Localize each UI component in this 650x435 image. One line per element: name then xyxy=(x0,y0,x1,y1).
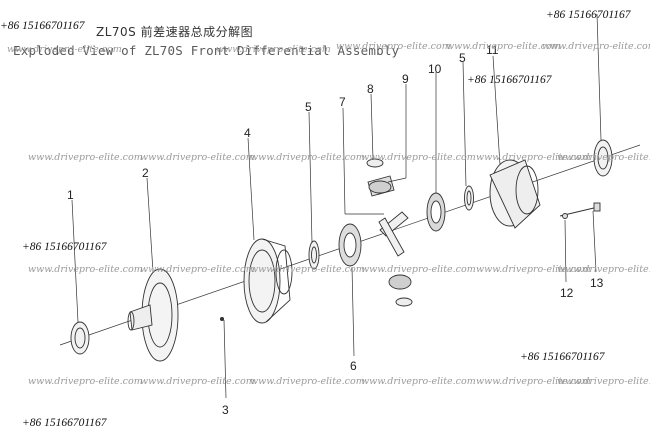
callout-6: 6 xyxy=(350,359,357,373)
callout-2: 2 xyxy=(142,166,149,180)
callout-10: 10 xyxy=(428,62,442,76)
part-11-case-right xyxy=(489,159,541,229)
watermark-13: www.drivepro-elite.com xyxy=(140,264,255,275)
part-13-nut xyxy=(562,213,568,219)
callout-13: 13 xyxy=(590,276,604,290)
watermark-1: www.drivepro-elite.com xyxy=(7,44,122,55)
part-3-pin xyxy=(219,316,225,322)
watermark-3: www.drivepro-elite.com xyxy=(336,41,451,52)
part-1-seal-ring xyxy=(70,321,90,355)
watermark-22: www.drivepro-elite.com xyxy=(476,376,591,387)
title-english: Exploded View of ZL70S Front Differentia… xyxy=(13,43,400,58)
phone-number-top-right: +86 15166701167 xyxy=(546,9,631,21)
watermark-6: www.drivepro-elite.com xyxy=(28,152,143,163)
part-1-seal-ring-right xyxy=(593,139,613,177)
phone-number-bottom-left: +86 15166701167 xyxy=(22,417,107,429)
watermark-11: www.drivepro-elite.com xyxy=(557,152,650,163)
watermark-8: www.drivepro-elite.com xyxy=(250,152,365,163)
callout-9: 9 xyxy=(402,72,409,86)
watermark-16: www.drivepro-elite.com xyxy=(476,264,591,275)
watermark-9: www.drivepro-elite.com xyxy=(361,152,476,163)
watermark-2: www.drivepro-elite.com xyxy=(216,44,331,55)
part-7-cross-shaft xyxy=(378,211,409,257)
part-5-thrust-washer-right xyxy=(464,185,474,211)
phone-number-lower-right: +86 15166701167 xyxy=(520,351,605,363)
callout-5-left: 5 xyxy=(305,100,312,114)
watermark-7: www.drivepro-elite.com xyxy=(140,152,255,163)
leader-lines xyxy=(71,13,602,399)
callout-3: 3 xyxy=(222,403,229,417)
part-2-flange xyxy=(127,268,179,362)
watermark-23: www.drivepro-elite.com xyxy=(557,376,650,387)
callout-5-right: 5 xyxy=(459,51,466,65)
watermark-4: www.drivepro-elite.com xyxy=(446,41,561,52)
part-8-pinion-washer xyxy=(366,158,384,168)
callout-7: 7 xyxy=(339,95,346,109)
callout-8: 8 xyxy=(367,82,374,96)
phone-number-mid-left: +86 15166701167 xyxy=(22,241,107,253)
callout-4: 4 xyxy=(244,126,251,140)
callout-11: 11 xyxy=(486,43,499,57)
callout-1: 1 xyxy=(67,188,74,202)
watermark-14: www.drivepro-elite.com xyxy=(250,264,365,275)
title-chinese: ZL70S 前差速器总成分解图 xyxy=(96,25,254,39)
part-10-side-gear-right xyxy=(426,192,446,232)
part-9-planet-gear xyxy=(367,175,395,197)
callout-12: 12 xyxy=(560,286,574,300)
watermark-18: www.drivepro-elite.com xyxy=(28,376,143,387)
part-6-side-gear xyxy=(338,223,362,267)
part-5-thrust-washer-left xyxy=(308,240,320,270)
watermark-20: www.drivepro-elite.com xyxy=(250,376,365,387)
lower-planet-gear xyxy=(388,274,413,307)
phone-number-upper-mid: +86 15166701167 xyxy=(467,74,552,86)
watermark-21: www.drivepro-elite.com xyxy=(361,376,476,387)
watermark-17: www.drivepro-elite.com xyxy=(557,264,650,275)
watermark-12: www.drivepro-elite.com xyxy=(28,264,143,275)
phone-number-top-left: +86 15166701167 xyxy=(0,20,85,32)
watermark-10: www.drivepro-elite.com xyxy=(476,152,591,163)
part-4-diff-case xyxy=(243,238,293,324)
watermark-5: www.drivepro-elite.com xyxy=(542,41,650,52)
watermark-19: www.drivepro-elite.com xyxy=(140,376,255,387)
watermark-15: www.drivepro-elite.com xyxy=(361,264,476,275)
